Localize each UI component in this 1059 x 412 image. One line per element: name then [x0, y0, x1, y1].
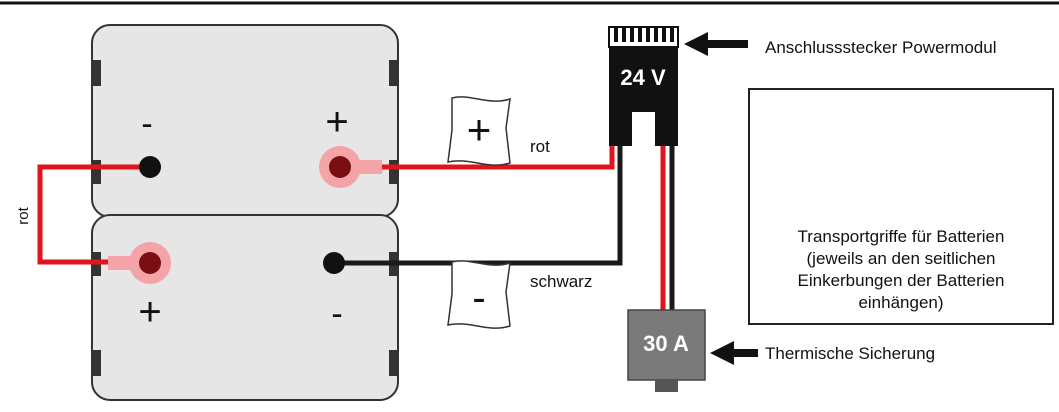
fuse-label: Thermische Sicherung	[765, 344, 936, 363]
top-minus-sign: -	[141, 105, 152, 143]
main-wire-red	[340, 146, 615, 170]
thermal-fuse: 30 A	[627, 309, 706, 392]
fuse-arrow	[710, 341, 758, 365]
fuse-rating: 30 A	[643, 331, 689, 356]
photo-box: Transportgriffe für Batterien (jeweils a…	[748, 88, 1054, 325]
photo-caption: Transportgriffe für Batterien (jeweils a…	[750, 226, 1052, 314]
top-minus-terminal	[139, 156, 161, 178]
bottom-plus-terminal	[108, 242, 171, 284]
bridge-wire-label: rot	[15, 206, 32, 224]
flag-plus-sign: +	[467, 106, 492, 153]
connector-voltage: 24 V	[620, 65, 666, 90]
battery-top	[91, 24, 399, 218]
photo-caption-line: Einkerbungen der Batterien	[797, 271, 1005, 290]
connector-arrow	[684, 32, 748, 56]
top-plus-terminal	[319, 146, 382, 188]
flag-minus-sign: -	[472, 276, 485, 320]
photo-caption-line: Transportgriffe für Batterien	[797, 227, 1005, 246]
bridge-wire-red	[37, 164, 150, 265]
flag-plus: +	[447, 96, 511, 166]
main-wire-black	[334, 146, 623, 266]
black-wire-label: schwarz	[530, 272, 592, 291]
bottom-minus-terminal	[323, 252, 345, 274]
photo-caption-line: einhängen)	[858, 293, 944, 312]
top-plus-sign: +	[325, 100, 348, 144]
bottom-minus-sign: -	[331, 295, 342, 333]
red-wire-label: rot	[530, 137, 550, 156]
powermodule-connector: 24 V	[608, 26, 679, 146]
photo-caption-line: (jeweils an den seitlichen	[806, 249, 996, 268]
flag-minus: -	[447, 260, 511, 329]
bottom-plus-sign: +	[138, 290, 161, 334]
connector-label: Anschlussstecker Powermodul	[765, 38, 997, 57]
